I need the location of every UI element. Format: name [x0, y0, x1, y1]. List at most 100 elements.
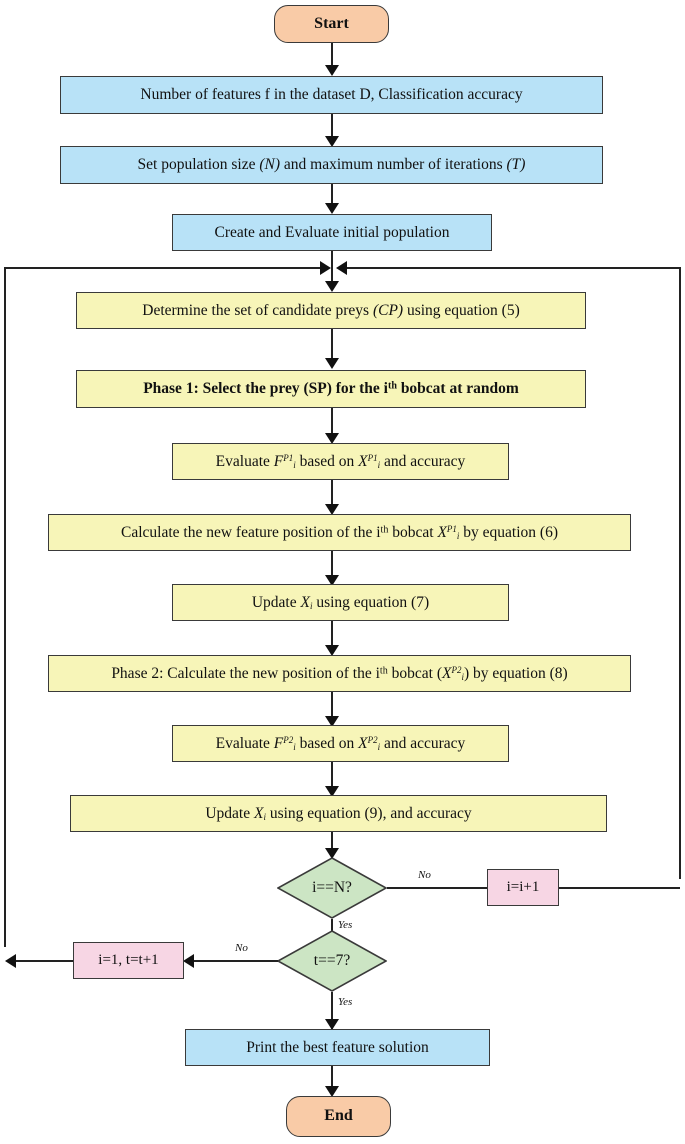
node-update-equation-9-label: Update Xi using equation (9), and accura…	[205, 805, 471, 823]
update7-var-x: X	[300, 593, 310, 611]
node-calculate-new-position-label: Calculate the new feature position of th…	[121, 524, 558, 542]
arrowhead-evaluate-f-p2	[325, 716, 339, 727]
eval-p2-sub-f: i	[293, 741, 296, 752]
node-reset-i-increment-t-label: i=1, t=t+1	[98, 951, 159, 968]
node-decision-i-equals-n[interactable]: i==N?	[277, 857, 387, 919]
phase2-var-x: X	[441, 664, 452, 682]
node-evaluate-f-p1[interactable]: Evaluate FP1i based on XP1i and accuracy	[172, 443, 509, 480]
node-end[interactable]: End	[286, 1096, 391, 1137]
loopback-left-vertical	[4, 267, 6, 947]
arrowhead-update-9	[325, 786, 339, 797]
loopback-left-horizontal-top	[4, 267, 326, 269]
update9-var-x: X	[253, 804, 264, 822]
arrowhead-print-solution	[325, 1019, 339, 1030]
calc-sub-x: i	[456, 530, 460, 541]
determine-cp-text-b: using equation (5)	[403, 301, 520, 319]
edge-decision-t-no	[188, 960, 278, 962]
update7-text-b: using equation (7)	[312, 593, 430, 611]
eval-p2-var-x: X	[358, 734, 368, 752]
node-set-population-label: Set population size (N) and maximum numb…	[138, 156, 526, 174]
arrowhead-update-7	[325, 575, 339, 586]
eval-p1-text-b: based on	[295, 452, 359, 470]
edge-start-to-inputs	[331, 43, 333, 74]
eval-p2-var-f: F	[273, 734, 284, 752]
phase2-text-b: bobcat (	[387, 664, 442, 682]
phase2-sub-x: i	[461, 671, 464, 682]
node-calculate-new-position[interactable]: Calculate the new feature position of th…	[48, 514, 631, 551]
arrowhead-set-population	[325, 136, 339, 147]
edge-label-no-from-i-n: No	[418, 869, 431, 881]
edge-label-yes-from-t-t: Yes	[338, 996, 353, 1008]
eval-p1-sup-f: P1	[283, 452, 294, 463]
arrowhead-phase2	[325, 645, 339, 656]
eval-p2-text-a: Evaluate	[215, 734, 274, 752]
eval-p1-text-c: and accuracy	[380, 452, 466, 470]
node-phase1-label: Phase 1: Select the prey (SP) for the it…	[143, 380, 519, 398]
edge-cp-to-phase1	[331, 329, 333, 367]
node-inputs-label: Number of features f in the dataset D, C…	[140, 86, 523, 104]
arrowhead-reset-box	[183, 954, 194, 968]
edge-label-no-from-t-t: No	[235, 942, 248, 954]
node-set-population[interactable]: Set population size (N) and maximum numb…	[60, 146, 603, 184]
arrowhead-calculate-new-pos	[325, 504, 339, 515]
arrowhead-loopback-left-merge	[320, 261, 331, 275]
edge-set-population-to-create	[331, 184, 333, 212]
node-update-equation-7-label: Update Xi using equation (7)	[252, 594, 429, 612]
eval-p2-text-c: and accuracy	[380, 734, 466, 752]
phase2-text-c: ) by equation (8)	[463, 664, 568, 682]
update7-sub-x: i	[309, 600, 313, 611]
edge-phase1-to-eval1	[331, 408, 333, 442]
eval-p2-sup-f: P2	[283, 734, 294, 745]
node-update-equation-9[interactable]: Update Xi using equation (9), and accura…	[70, 795, 607, 832]
edge-update7-to-phase2	[331, 621, 333, 654]
arrowhead-evaluate-f-p1	[325, 433, 339, 444]
node-print-solution[interactable]: Print the best feature solution	[185, 1029, 490, 1066]
edge-label-yes-from-i-n: Yes	[338, 919, 353, 931]
edge-increment-i-to-right-rail	[559, 887, 680, 889]
node-determine-cp[interactable]: Determine the set of candidate preys (CP…	[76, 292, 586, 329]
phase2-text-a: Phase 2: Calculate the new position of t…	[111, 664, 380, 682]
eval-p1-sub-x: i	[377, 459, 381, 470]
edge-create-to-merge	[331, 251, 333, 289]
decision-diamond-shape	[277, 857, 387, 919]
edge-eval2-to-update9	[331, 762, 333, 795]
node-end-label: End	[324, 1107, 353, 1125]
calc-sup-x: P1	[446, 523, 457, 534]
edge-eval1-to-calculate	[331, 480, 333, 513]
node-print-solution-label: Print the best feature solution	[246, 1038, 429, 1056]
node-determine-cp-label: Determine the set of candidate preys (CP…	[142, 302, 520, 320]
edge-reset-to-left-rail	[14, 960, 73, 962]
arrowhead-end	[325, 1086, 339, 1097]
arrowhead-inputs	[325, 65, 339, 76]
node-decision-i-equals-n-label: i==N?	[312, 879, 352, 896]
set-population-text-a: Set population size	[137, 156, 260, 174]
node-phase2[interactable]: Phase 2: Calculate the new position of t…	[48, 655, 631, 692]
arrowhead-left-rail	[5, 954, 16, 968]
node-decision-t-equals-t-label: t==7?	[313, 952, 351, 969]
eval-p1-sub-f: i	[293, 459, 296, 470]
eval-p2-sup-x: P2	[367, 734, 378, 745]
node-evaluate-f-p2[interactable]: Evaluate FP2i based on XP2i and accuracy	[172, 725, 509, 762]
edge-update9-to-decision-i	[331, 832, 333, 859]
node-inputs[interactable]: Number of features f in the dataset D, C…	[60, 76, 603, 114]
phase1-superscript-th: th	[387, 380, 397, 392]
node-reset-i-increment-t[interactable]: i=1, t=t+1	[73, 942, 184, 979]
node-create-evaluate[interactable]: Create and Evaluate initial population	[172, 214, 492, 251]
node-decision-t-equals-t[interactable]: t==7?	[277, 930, 387, 992]
node-increment-i[interactable]: i=i+1	[487, 869, 559, 906]
calc-text-b: bobcat	[388, 523, 438, 541]
update7-text-a: Update	[251, 593, 301, 611]
edge-decision-t-yes	[331, 992, 333, 1029]
node-evaluate-f-p1-label: Evaluate FP1i based on XP1i and accuracy	[216, 453, 466, 471]
node-update-equation-7[interactable]: Update Xi using equation (7)	[172, 584, 509, 621]
edge-print-to-end	[331, 1066, 333, 1095]
update9-sub-x: i	[263, 811, 266, 822]
phase2-superscript-th: th	[379, 665, 388, 677]
node-increment-i-label: i=i+1	[506, 878, 540, 895]
determine-cp-var: (CP)	[372, 301, 404, 319]
phase1-text-b: bobcat at random	[396, 380, 519, 398]
node-start[interactable]: Start	[274, 5, 389, 43]
determine-cp-text-a: Determine the set of candidate preys	[142, 301, 373, 319]
node-phase1[interactable]: Phase 1: Select the prey (SP) for the it…	[76, 370, 586, 408]
